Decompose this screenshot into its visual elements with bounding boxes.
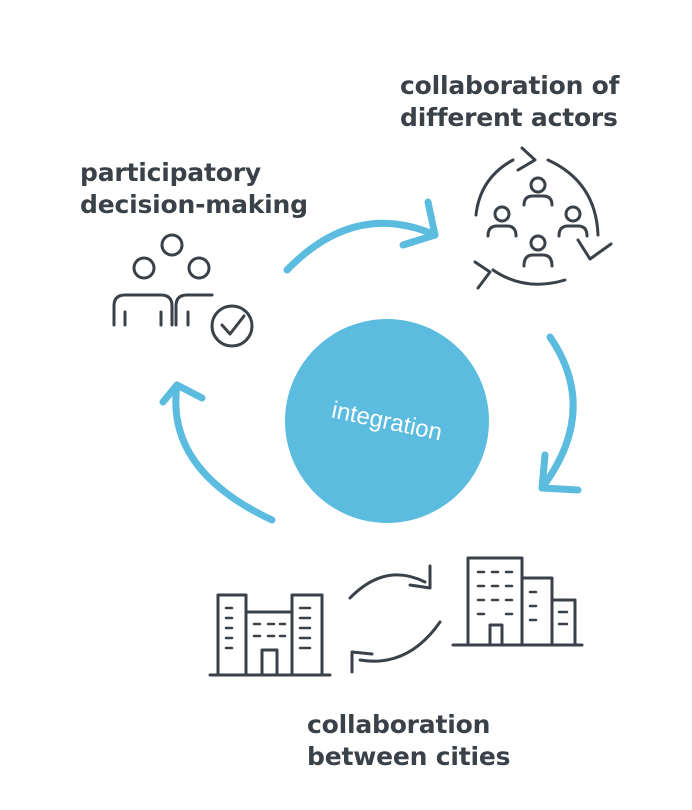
label-collaboration-of-actors: collaboration of different actors xyxy=(400,70,620,134)
city-buildings-exchange-icon xyxy=(208,556,584,677)
integration-circle: integration xyxy=(285,319,489,523)
label-participatory-decision-making: participatory decision-making xyxy=(80,157,308,221)
label-collaboration-between-cities: collaboration between cities xyxy=(307,709,510,773)
cycle-arrow-top xyxy=(283,198,439,274)
cycle-arrow-right xyxy=(538,333,582,494)
label-line: participatory xyxy=(80,158,261,187)
label-line: collaboration xyxy=(307,710,491,739)
label-line: collaboration of xyxy=(400,71,620,100)
people-cycle-icon xyxy=(473,146,613,290)
label-line: decision-making xyxy=(80,190,308,219)
label-line: different actors xyxy=(400,103,618,132)
label-line: between cities xyxy=(307,742,511,771)
cycle-arrow-left xyxy=(159,381,276,524)
people-check-icon xyxy=(112,233,254,348)
